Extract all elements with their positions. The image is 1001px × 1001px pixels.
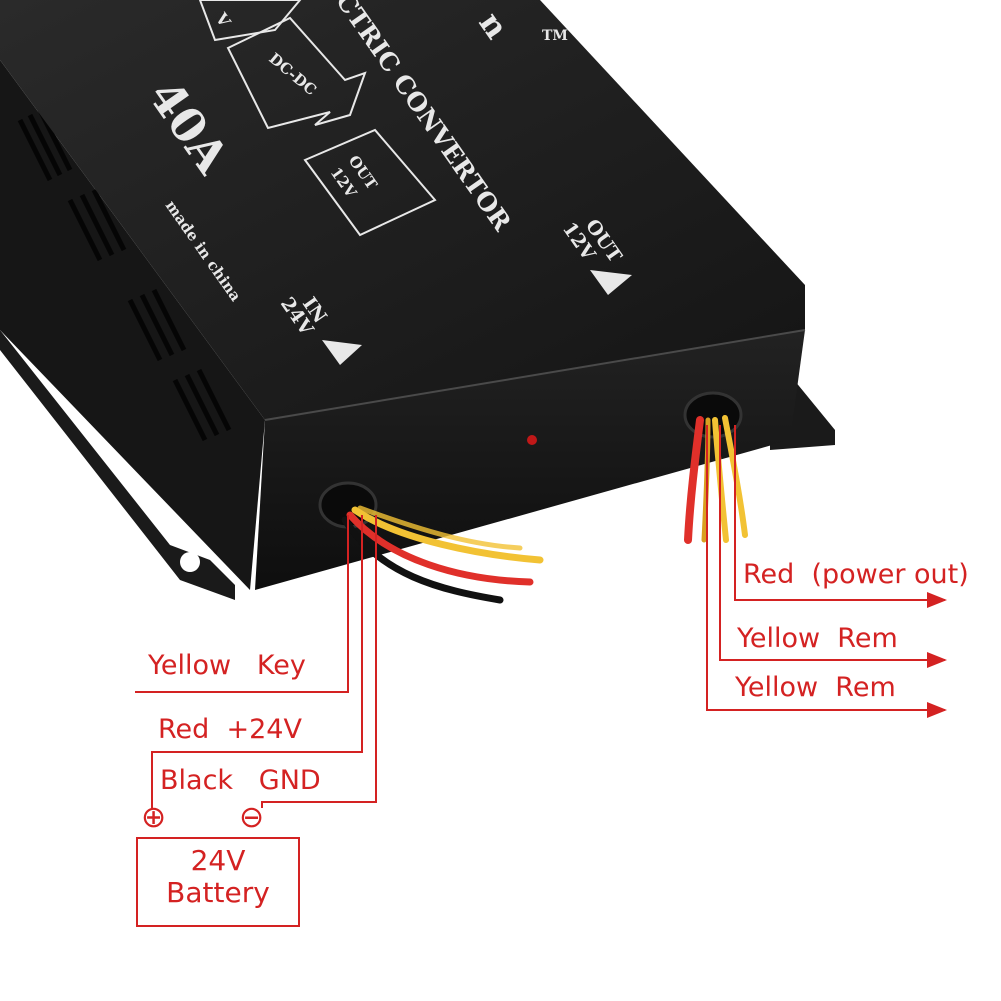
- annotation-lines: [135, 425, 947, 927]
- leader-red-24v: [151, 515, 363, 808]
- output-wire-label-red-power-out: Red (power out): [743, 559, 969, 590]
- device-front-face: [255, 330, 805, 590]
- left-mounting-hole: [180, 552, 200, 572]
- battery-negative-icon: ⊖: [239, 800, 265, 835]
- out-box-outline: [303, 128, 437, 237]
- input-wire-label-yellow-key: Yellow Key: [148, 650, 306, 681]
- leader-red-power-out: [734, 425, 947, 608]
- in-arrow-icon: [322, 340, 362, 365]
- input-wire-label-red-24v: Red +24V: [158, 714, 302, 745]
- out-arrow-icon: [590, 270, 632, 295]
- battery-voltage: 24V: [190, 844, 246, 877]
- converter-device: V n TM CTRIC CONVERTOR DC-DC OUT 12V 40A…: [0, 0, 835, 600]
- side-vents: [17, 108, 232, 442]
- leader-black-gnd: [261, 515, 377, 808]
- output-wire-label-yellow-rem-1: Yellow Rem: [737, 623, 898, 654]
- battery-positive-icon: ⊕: [141, 800, 167, 835]
- left-mounting-flange: [0, 330, 235, 600]
- input-wire-label-black-gnd: Black GND: [160, 765, 321, 796]
- dcdc-arrow-outline: [226, 16, 367, 130]
- device-top-face: [0, 0, 805, 420]
- top-box-outline: [198, 0, 302, 42]
- battery-name: Battery: [166, 876, 270, 910]
- input-wire-bundle: [341, 505, 544, 604]
- battery-label: 24V Battery: [137, 844, 299, 910]
- leader-yellow-rem-2: [706, 425, 947, 718]
- leader-yellow-rem-1: [719, 425, 947, 668]
- leader-yellow-key: [135, 515, 349, 693]
- device-side-face: [0, 60, 265, 590]
- trademark-mark: TM: [542, 28, 568, 44]
- status-led-light: [527, 435, 537, 445]
- output-wire-label-yellow-rem-2: Yellow Rem: [735, 672, 896, 703]
- battery-box: [136, 837, 300, 927]
